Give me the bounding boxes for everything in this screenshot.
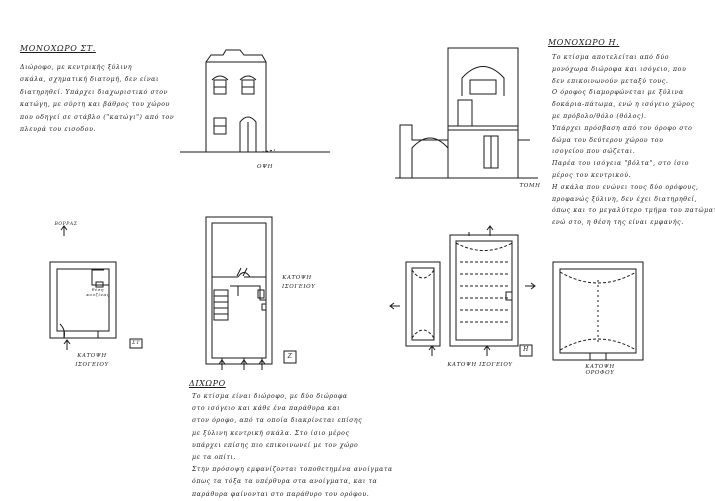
section-drawing xyxy=(395,47,538,179)
plan-z-drawing xyxy=(205,216,297,370)
section-title-z: ΔΙΧΩΡΟ xyxy=(189,379,226,388)
text-line: με ξύλινη κεντρική σκάλα. Στο ίσιο μέρος xyxy=(192,429,350,437)
caption-plan-st: ΚΑΤΟΨΗ ΙΣΟΓΕΙΟΥ xyxy=(75,353,109,368)
text-line: μονόχωρα διώροφα και ισόγειο, που xyxy=(552,65,687,73)
plan-h-ground-drawing xyxy=(389,225,536,357)
caption-kitchen: θέση κουζίνας xyxy=(86,287,110,297)
text-line: στο ισόγειο και κάθε ένα παράθυρα και xyxy=(192,405,341,413)
label-st: ΣΤ xyxy=(131,340,141,346)
text-line: Στην πρόσοψη εμφανίζονται τοποθετημένα α… xyxy=(192,466,393,474)
plan-h-floor-drawing xyxy=(552,261,644,361)
label-z: Ζ xyxy=(287,353,293,360)
caption-section: ΤΟΜΗ xyxy=(519,183,541,189)
plan-st-drawing xyxy=(49,225,143,350)
text-line: πλευρά του εισοδου. xyxy=(20,126,97,134)
caption-facade: ΟΨΗ xyxy=(257,164,273,170)
text-line: Διώροφο, με κεντρικής ξύλινη xyxy=(20,64,133,71)
text-block-h: Το κτίσμα αποτελείται από δύο μονόχωρα δ… xyxy=(552,52,715,229)
text-line: που οδηγεί σε στάβλο ("κατώγι") από τον xyxy=(20,113,175,121)
text-block-z: Το κτίσμα είναι διώροφο, με δύο διώροφα … xyxy=(192,391,393,501)
caption-plan-z: ΚΑΤΟΨΗ ΙΣΟΓΕΙΟΥ xyxy=(282,275,316,290)
text-line: παράθυρα φαίνονται στο παράθυρο του ορόφ… xyxy=(192,490,370,498)
text-line: με τα οπίτι. xyxy=(192,454,237,462)
text-line: προφανώς ξύλινη, δεν έχει διατηρηθεί, xyxy=(552,195,698,203)
text-line: Ο όροφος διαμορφώνεται με ξύλινα xyxy=(552,89,684,97)
text-line: όπως τα τόξα τα υπέρθυρα στα ανοίγματα, … xyxy=(192,478,378,486)
text-line: Υπάρχει πρόσβαση από τον όροφο στο xyxy=(552,124,693,132)
text-line: ισογείου που σώζεται. xyxy=(552,148,636,156)
text-line: ενώ στο, η θέση της είναι εμφανής. xyxy=(552,219,684,227)
caption-north: ΒΟΡΡΑΣ xyxy=(54,222,78,227)
text-line: μέρος του κεντρικού. xyxy=(552,171,632,179)
text-line: δώμα του δεύτερου χώρου του xyxy=(552,136,664,144)
text-line: Το κτίσμα αποτελείται από δύο xyxy=(552,54,670,61)
text-line: Παρέα του ισόγεια "βόλτα", στο ίσιο xyxy=(552,160,690,168)
caption-plan-h-floor: ΚΑΤΟΨΗ ΟΡΟΦΟΥ xyxy=(585,364,615,376)
facade-drawing xyxy=(180,49,330,153)
caption-plan-h-ground: ΚΑΤΟΨΗ ΙΣΟΓΕΙΟΥ xyxy=(447,362,513,368)
text-line: δοκάρια-πάτωμα, ενώ η ισόγειο χώρος xyxy=(552,101,695,109)
text-line: Η σκάλα που ενώνει τους δύο ορόφους, xyxy=(552,183,699,191)
text-line: Το κτίσμα είναι διώροφο, με δύο διώροφα xyxy=(192,393,348,400)
text-line: υπάρχει επίσης πιο επικοινωνεί με τον χώ… xyxy=(192,441,359,449)
text-block-st: Διώροφο, με κεντρικής ξύλινη σκάλα, σχημ… xyxy=(20,62,174,136)
text-line: σκάλα, σχηματική διατομή, δεν είναι xyxy=(20,76,159,84)
text-line: όπως και το μεγαλύτερο τμήμα του πατώματ… xyxy=(552,207,715,215)
section-title-st: ΜΟΝΟΧΩΡΟ ΣΤ. xyxy=(20,44,96,53)
text-line: με πρόβολο/θόλο (θόλος). xyxy=(552,112,647,120)
label-h: Η xyxy=(523,346,529,353)
text-line: στον όροφο, από τα οποία διακρίνεται επί… xyxy=(192,417,363,425)
text-line: δεν επικοινωνούν μεταξύ τους. xyxy=(552,77,669,85)
text-line: κατώγη, με σύρτη και βάθρος του χώρου xyxy=(20,101,170,109)
text-line: διατηρηθεί. Υπάρχει διαχωριστικό στον xyxy=(20,88,168,96)
section-title-h: ΜΟΝΟΧΩΡΟ Η. xyxy=(548,38,620,47)
